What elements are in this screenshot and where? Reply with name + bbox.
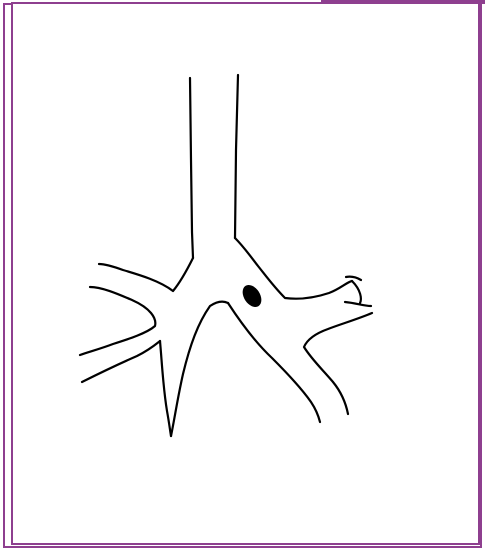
- trachea-left-wall: [190, 78, 193, 258]
- right-upper-tip-2: [346, 277, 361, 280]
- trachea-right-wall: [235, 75, 238, 238]
- lesion-marker: [239, 282, 265, 311]
- left-bronchus-upper-contour: [99, 258, 193, 291]
- right-upper-tip-1: [352, 281, 361, 303]
- right-lower-branch-outer: [228, 303, 320, 422]
- carina-contour: [171, 302, 228, 436]
- right-upper-tip-3: [345, 302, 371, 306]
- left-lower-branch-inner: [160, 341, 171, 436]
- left-lower-branch-outer: [82, 341, 160, 382]
- right-lower-branch-inner: [304, 313, 372, 414]
- left-upper-branch: [80, 287, 155, 355]
